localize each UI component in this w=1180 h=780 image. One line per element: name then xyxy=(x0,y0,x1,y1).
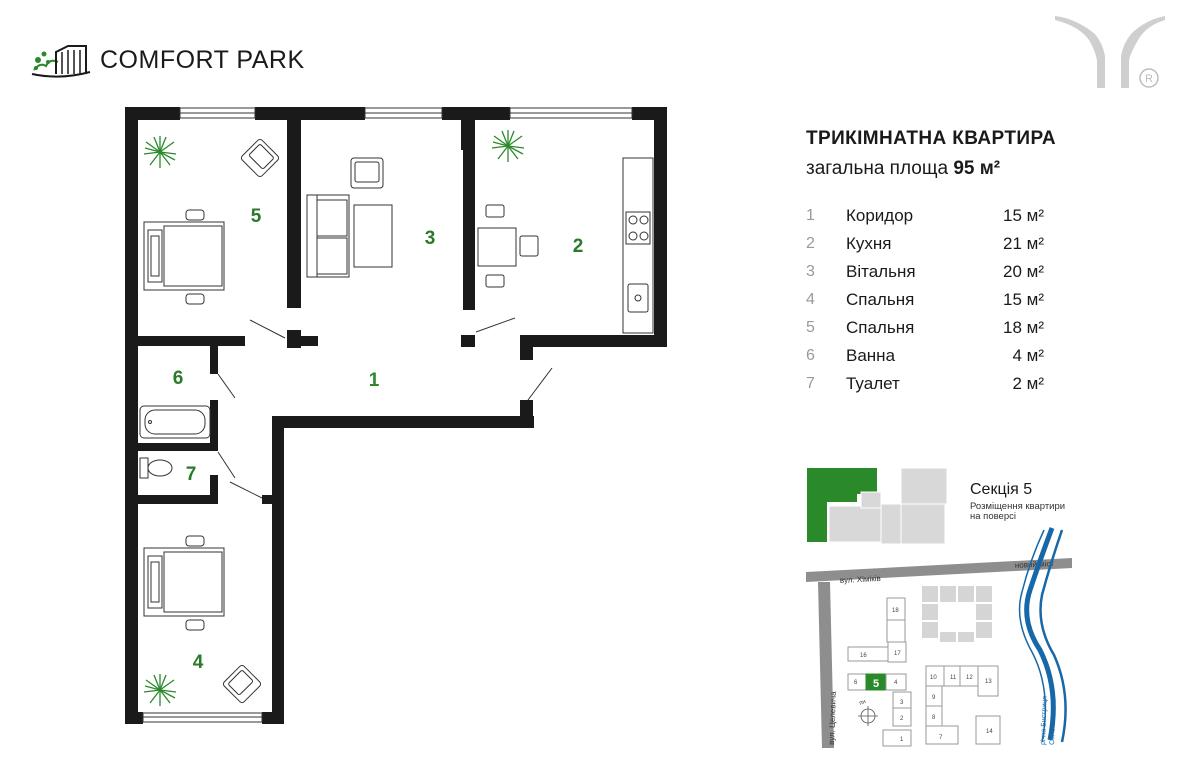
kitchen-furniture xyxy=(477,157,654,334)
svg-text:13: 13 xyxy=(985,679,992,685)
road-chemists xyxy=(806,558,1072,582)
sofa-living xyxy=(306,157,393,278)
bed-room5 xyxy=(143,209,225,305)
armchair-room4-icon xyxy=(221,663,263,705)
room-row: 6 Ванна 4 м² xyxy=(806,342,1044,370)
room-area: 15 м² xyxy=(1003,290,1044,309)
windows xyxy=(142,107,633,723)
svg-text:11: 11 xyxy=(950,675,957,681)
room-name: Коридор xyxy=(846,206,914,225)
room-num: 1 xyxy=(806,207,815,224)
svg-text:17: 17 xyxy=(894,651,901,657)
river-icon xyxy=(1024,527,1056,741)
room-name: Ванна xyxy=(846,346,896,365)
armchair-room5-icon xyxy=(239,137,281,179)
site-map: вул. Хіміків вул. Целевича новий міст рі… xyxy=(806,527,1072,748)
plant-room4-icon xyxy=(143,673,177,707)
room-num: 7 xyxy=(806,375,815,392)
room-label-5: 5 xyxy=(251,206,262,227)
room-name: Туалет xyxy=(846,374,900,393)
room-num: 5 xyxy=(806,319,815,336)
room-row: 2 Кухня 21 м² xyxy=(806,230,1044,258)
room-row: 4 Спальня 15 м² xyxy=(806,286,1044,314)
svg-text:16: 16 xyxy=(860,653,867,659)
numbered-buildings xyxy=(847,597,1001,747)
courtyard-buildings xyxy=(922,586,992,642)
doors xyxy=(217,317,553,499)
svg-text:12: 12 xyxy=(966,675,973,681)
brand-logo: COMFORT PARK xyxy=(30,40,320,80)
svg-text:R: R xyxy=(1145,73,1153,85)
svg-text:9: 9 xyxy=(932,695,936,701)
room-num: 6 xyxy=(806,347,815,364)
floor-plan: 5 3 2 1 6 7 4 xyxy=(125,107,667,724)
svg-text:6: 6 xyxy=(854,680,858,686)
room-name: Кухня xyxy=(846,234,892,253)
room-num: 2 xyxy=(806,235,815,252)
svg-text:7: 7 xyxy=(939,735,943,741)
room-area: 21 м² xyxy=(1003,234,1044,253)
room-label-6: 6 xyxy=(173,368,184,389)
room-row: 3 Вітальня 20 м² xyxy=(806,258,1044,286)
section-diagram xyxy=(807,467,948,545)
area-value: 95 м² xyxy=(953,158,1001,179)
room-row: 7 Туалет 2 м² xyxy=(806,370,1044,398)
room-label-7: 7 xyxy=(186,464,197,485)
room-label-1: 1 xyxy=(369,370,380,391)
walls xyxy=(125,107,667,724)
street-left-label: вул. Целевича xyxy=(827,691,838,745)
room-label-4: 4 xyxy=(193,652,204,673)
room-num: 4 xyxy=(806,291,815,308)
svg-text:3: 3 xyxy=(900,700,904,706)
developer-logo-icon: R xyxy=(1055,16,1165,88)
room-area: 2 м² xyxy=(1012,374,1044,393)
room-label-2: 2 xyxy=(573,236,584,257)
room-name: Спальня xyxy=(846,290,915,309)
compass-icon xyxy=(858,706,878,726)
room-area: 4 м² xyxy=(1012,346,1044,365)
room-area: 15 м² xyxy=(1003,206,1044,225)
svg-text:18: 18 xyxy=(892,608,899,614)
river-label-1: річка Бистриця xyxy=(1039,696,1049,745)
section-title: Секція 5 xyxy=(970,481,1033,498)
svg-text:8: 8 xyxy=(932,715,936,721)
bed-room4 xyxy=(143,535,225,631)
svg-text:2: 2 xyxy=(900,716,904,722)
room-name: Спальня xyxy=(846,318,915,337)
bridge-label: новий міст xyxy=(1015,559,1055,570)
plant-room5-icon xyxy=(143,135,177,169)
svg-text:1: 1 xyxy=(900,737,904,743)
svg-text:4: 4 xyxy=(894,680,898,686)
room-row: 1 Коридор 15 м² xyxy=(806,202,1044,230)
room-num: 3 xyxy=(806,263,815,280)
room-area: 18 м² xyxy=(1003,318,1044,337)
tree-building-icon xyxy=(31,45,91,78)
svg-text:14: 14 xyxy=(986,729,993,735)
apartment-area: загальна площа 95 м² xyxy=(806,158,1000,180)
street-top-label: вул. Хіміків xyxy=(840,574,881,585)
room-label-3: 3 xyxy=(425,228,436,249)
room-area: 20 м² xyxy=(1003,262,1044,281)
toilet xyxy=(139,457,173,479)
road-tselevycha xyxy=(818,582,834,748)
room-name: Вітальня xyxy=(846,262,916,281)
bathtub xyxy=(139,405,211,439)
plant-kitchen-icon xyxy=(491,129,525,163)
section-subtitle: Розміщення квартири на поверсі xyxy=(970,501,1066,522)
compass-label: пн xyxy=(859,699,867,707)
svg-text:10: 10 xyxy=(930,675,937,681)
apartment-title: ТРИКІМНАТНА КВАРТИРА xyxy=(806,128,1056,149)
room-row: 5 Спальня 18 м² xyxy=(806,314,1044,342)
river-label-2: Солотвинська xyxy=(1049,699,1058,745)
area-label: загальна площа xyxy=(806,158,949,179)
highlight-building: 5 xyxy=(873,678,879,690)
brand-name: COMFORT PARK xyxy=(100,46,305,74)
